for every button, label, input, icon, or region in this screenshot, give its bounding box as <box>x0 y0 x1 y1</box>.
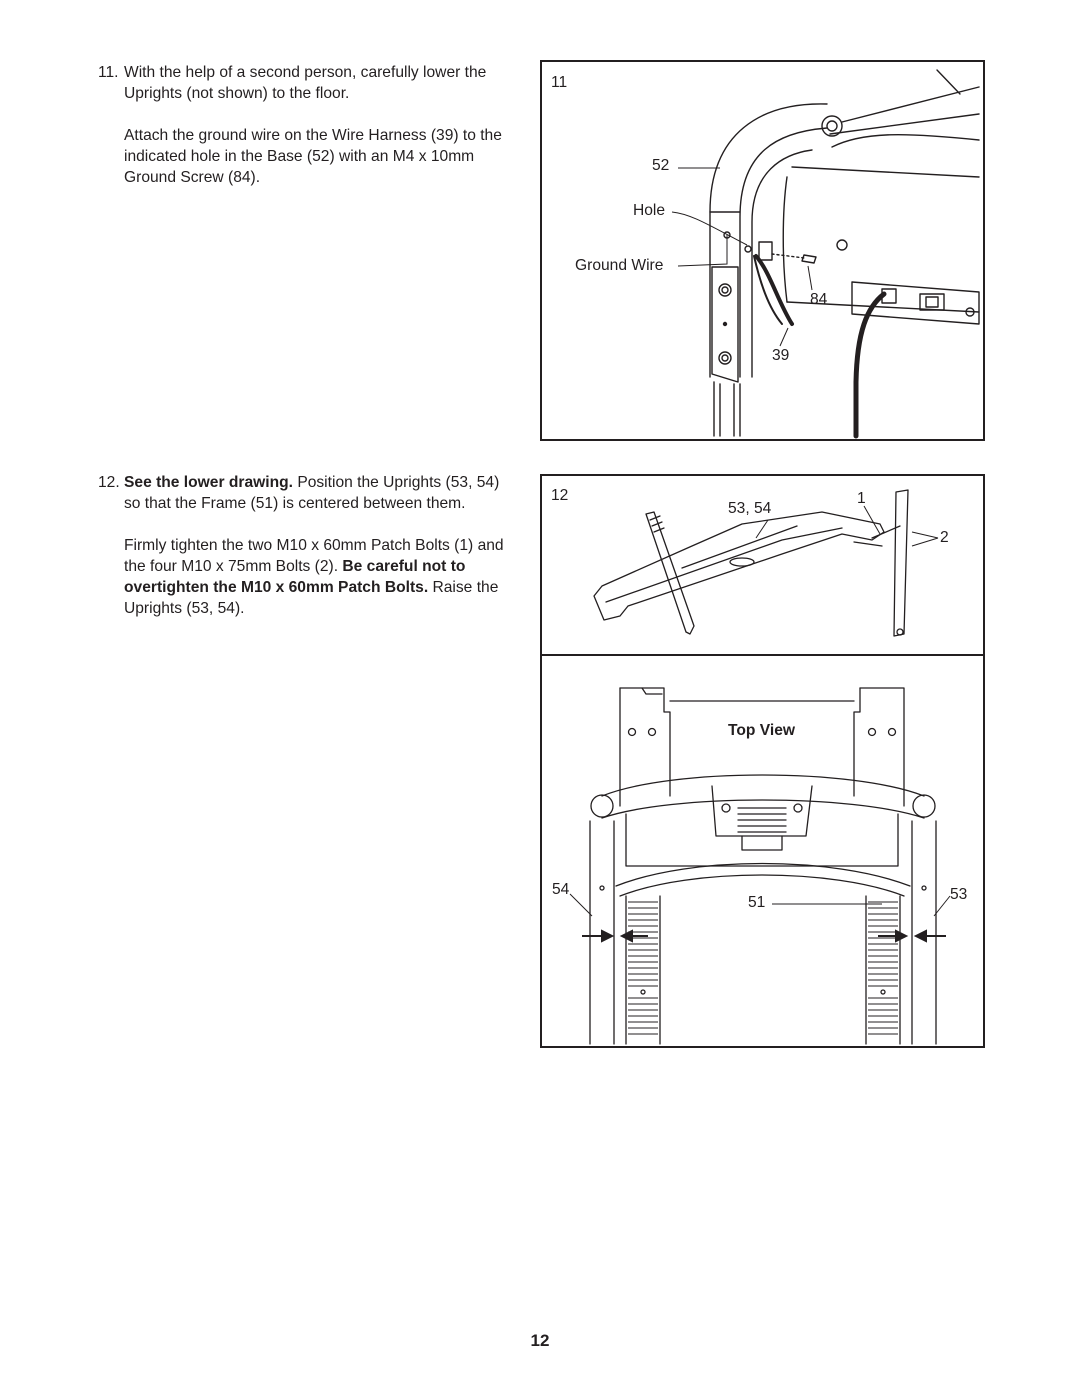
step-number: 11. <box>98 64 119 81</box>
callout-51: 51 <box>748 894 766 911</box>
caution-text: Be careful not to overtighten the M10 x … <box>124 558 466 596</box>
callout-53: 53 <box>950 886 968 903</box>
instruction-text: Raise the Uprights (53, 54). <box>124 579 499 617</box>
figure-step-label: 11 <box>551 74 568 91</box>
callout-ground-wire: Ground Wire <box>575 257 664 274</box>
step-11-paragraph-1: With the help of a second person, carefu… <box>124 64 487 102</box>
callout-1: 1 <box>857 490 866 507</box>
callout-53-54: 53, 54 <box>728 500 772 517</box>
instruction-emphasis: See the lower drawing. <box>124 474 293 491</box>
callout-84: 84 <box>810 291 828 308</box>
step-number: 12. <box>98 474 120 491</box>
callout-hole: Hole <box>633 202 666 219</box>
figure-12: 12 53, 54 1 2 Top View 54 51 53 <box>540 474 985 1048</box>
callout-54: 54 <box>552 881 570 898</box>
callout-52: 52 <box>652 157 670 174</box>
callout-39: 39 <box>772 347 790 364</box>
ground-wire-illustration <box>671 69 980 439</box>
uprights-illustration <box>542 489 983 1045</box>
step-12-paragraph-2: Firmly tighten the two M10 x 60mm Patch … <box>124 535 510 619</box>
step-12: 12. See the lower drawing. Position the … <box>98 472 510 619</box>
instruction-text: Position the Uprights (53, 54) so that t… <box>124 474 500 512</box>
instruction-text: Firmly tighten the two M10 x 60mm Patch … <box>124 537 504 575</box>
figure-11: 11 52 Hole Ground Wire 84 39 <box>540 60 985 441</box>
step-12-paragraph-1: See the lower drawing. Position the Upri… <box>124 472 510 514</box>
figure-step-label: 12 <box>551 487 569 504</box>
top-view-title: Top View <box>728 722 796 739</box>
callout-2: 2 <box>940 529 949 546</box>
page-number: 12 <box>530 1331 550 1350</box>
step-11-paragraph-2: Attach the ground wire on the Wire Harne… <box>124 127 502 186</box>
step-11: 11. With the help of a second person, ca… <box>98 62 510 188</box>
